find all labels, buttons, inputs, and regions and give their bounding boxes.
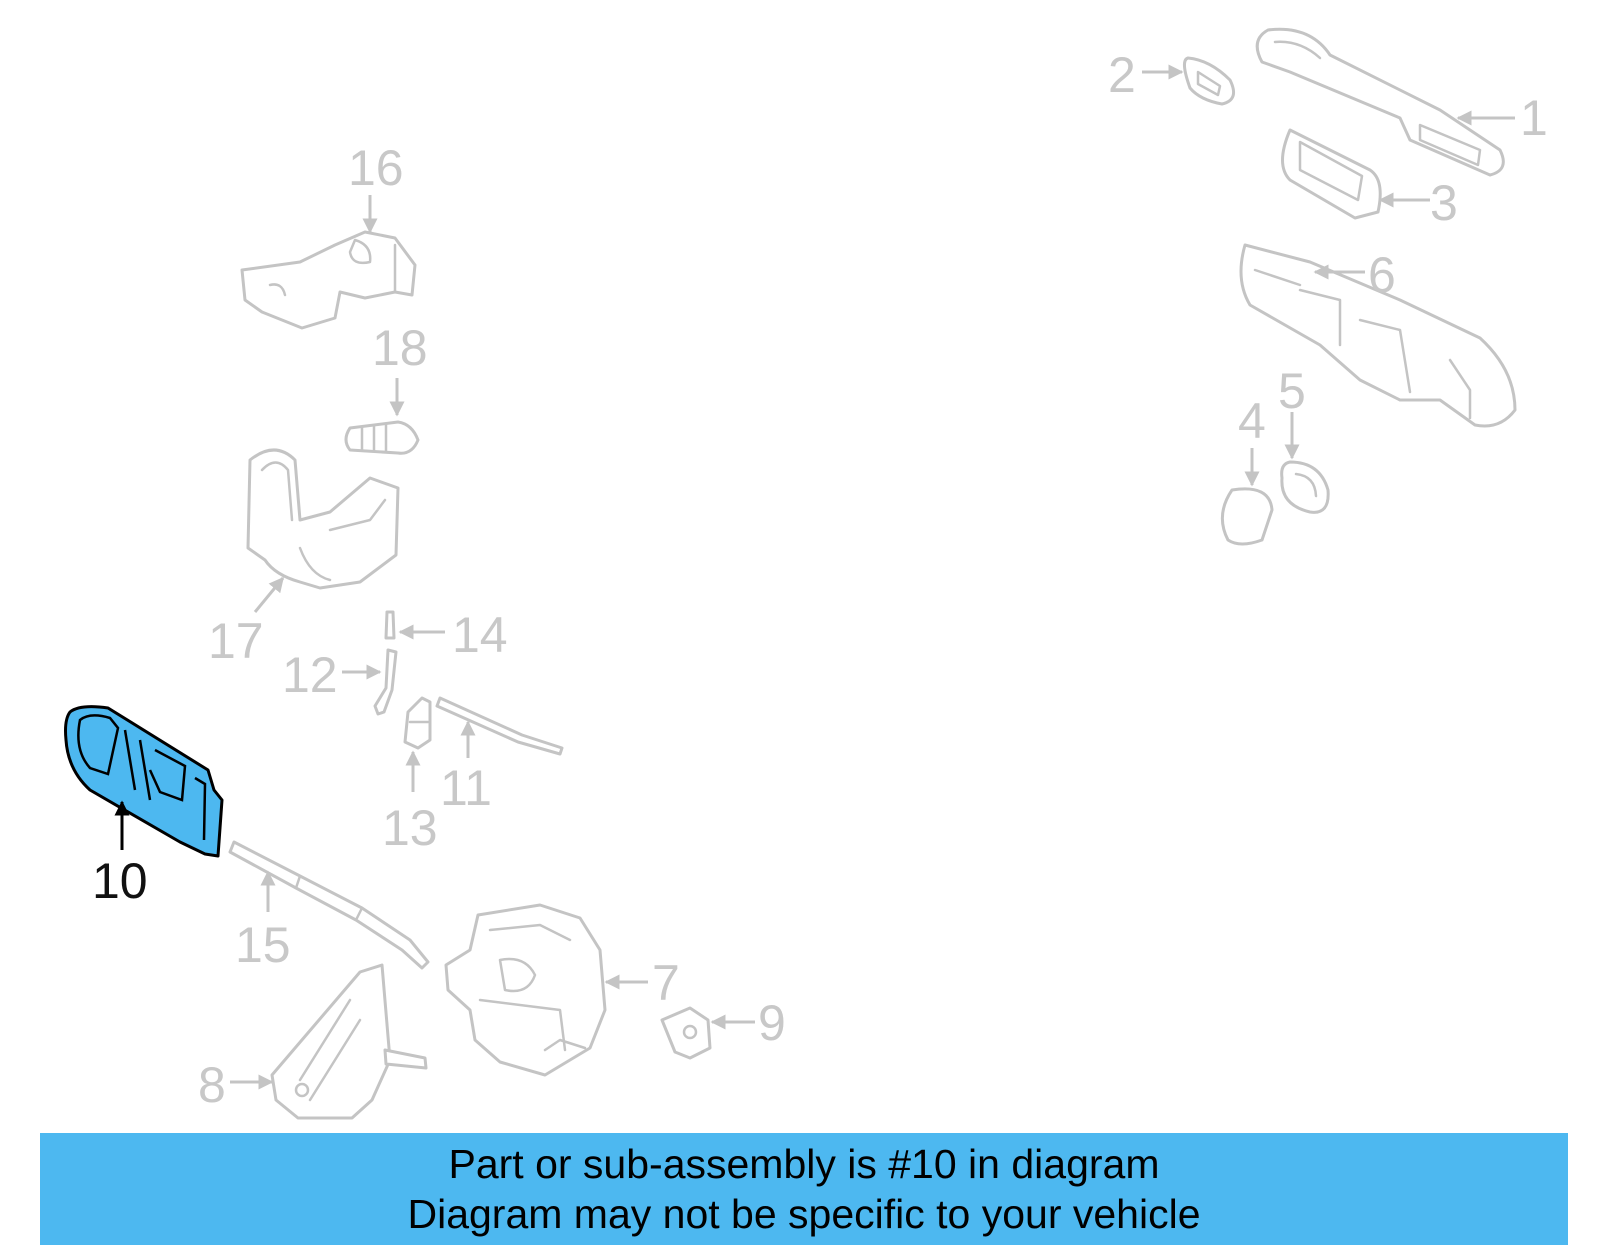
callout-9: 9	[710, 995, 786, 1051]
callout-12: 12	[282, 647, 382, 703]
part-1-outside-handle[interactable]	[1255, 27, 1505, 177]
part-10-inside-handle[interactable]	[64, 705, 224, 858]
callout-18-label: 18	[372, 320, 428, 376]
part-3-handle-bezel[interactable]	[1281, 128, 1382, 220]
callout-15: 15	[235, 870, 291, 973]
callout-5: 5	[1278, 363, 1306, 460]
banner-line-2: Diagram may not be specific to your vehi…	[407, 1191, 1201, 1237]
part-7-lock-assembly[interactable]	[444, 903, 607, 1077]
callout-14-label: 14	[452, 607, 508, 663]
part-13-connector[interactable]	[403, 696, 432, 750]
callout-17-label: 17	[208, 613, 264, 669]
callout-13-label: 13	[382, 800, 438, 856]
callout-12-label: 12	[282, 647, 338, 703]
part-9-grommet[interactable]	[660, 1006, 712, 1060]
callout-10-label: 10	[92, 853, 148, 909]
callout-18: 18	[372, 320, 428, 417]
part-14-clip[interactable]	[384, 610, 396, 640]
part-16-hinge[interactable]	[240, 230, 417, 330]
callout-1-label: 1	[1520, 90, 1548, 146]
callout-2: 2	[1108, 47, 1184, 103]
part-17-lower-hinge[interactable]	[246, 448, 400, 590]
part-2-gasket[interactable]	[1183, 56, 1236, 106]
callout-5-label: 5	[1278, 363, 1306, 419]
callout-8-label: 8	[198, 1057, 226, 1113]
part-11-rod[interactable]	[435, 696, 564, 756]
callout-1: 1	[1456, 90, 1548, 146]
callout-16: 16	[348, 140, 404, 234]
callout-11-label: 11	[440, 760, 492, 816]
callout-14: 14	[398, 607, 508, 663]
callout-10: 10	[92, 800, 148, 909]
banner-line-1: Part or sub-assembly is #10 in diagram	[448, 1141, 1160, 1187]
part-5-seal[interactable]	[1280, 460, 1330, 514]
callout-3: 3	[1378, 175, 1458, 231]
parts-diagram: 1 2 3 6 4 5	[64, 27, 1548, 1120]
callout-4-label: 4	[1238, 393, 1266, 449]
callout-2-label: 2	[1108, 47, 1136, 103]
callout-17: 17	[208, 576, 285, 669]
callout-4: 4	[1238, 393, 1266, 487]
callout-8: 8	[198, 1057, 274, 1113]
part-18-pin[interactable]	[344, 420, 420, 455]
callout-16-label: 16	[348, 140, 404, 196]
callout-11: 11	[440, 720, 492, 816]
part-12-rod[interactable]	[373, 648, 398, 716]
callout-9-label: 9	[758, 995, 786, 1051]
info-banner: Part or sub-assembly is #10 in diagram D…	[40, 1133, 1568, 1245]
part-6-handle-bracket[interactable]	[1239, 243, 1517, 428]
callout-7-label: 7	[652, 955, 680, 1011]
callout-6-label: 6	[1368, 247, 1396, 303]
callout-3-label: 3	[1430, 175, 1458, 231]
callout-15-label: 15	[235, 917, 291, 973]
callout-6: 6	[1313, 247, 1396, 303]
callout-7: 7	[604, 955, 680, 1011]
part-8-striker[interactable]	[270, 963, 428, 1120]
callout-13: 13	[382, 750, 438, 856]
part-4-cap[interactable]	[1220, 487, 1274, 546]
